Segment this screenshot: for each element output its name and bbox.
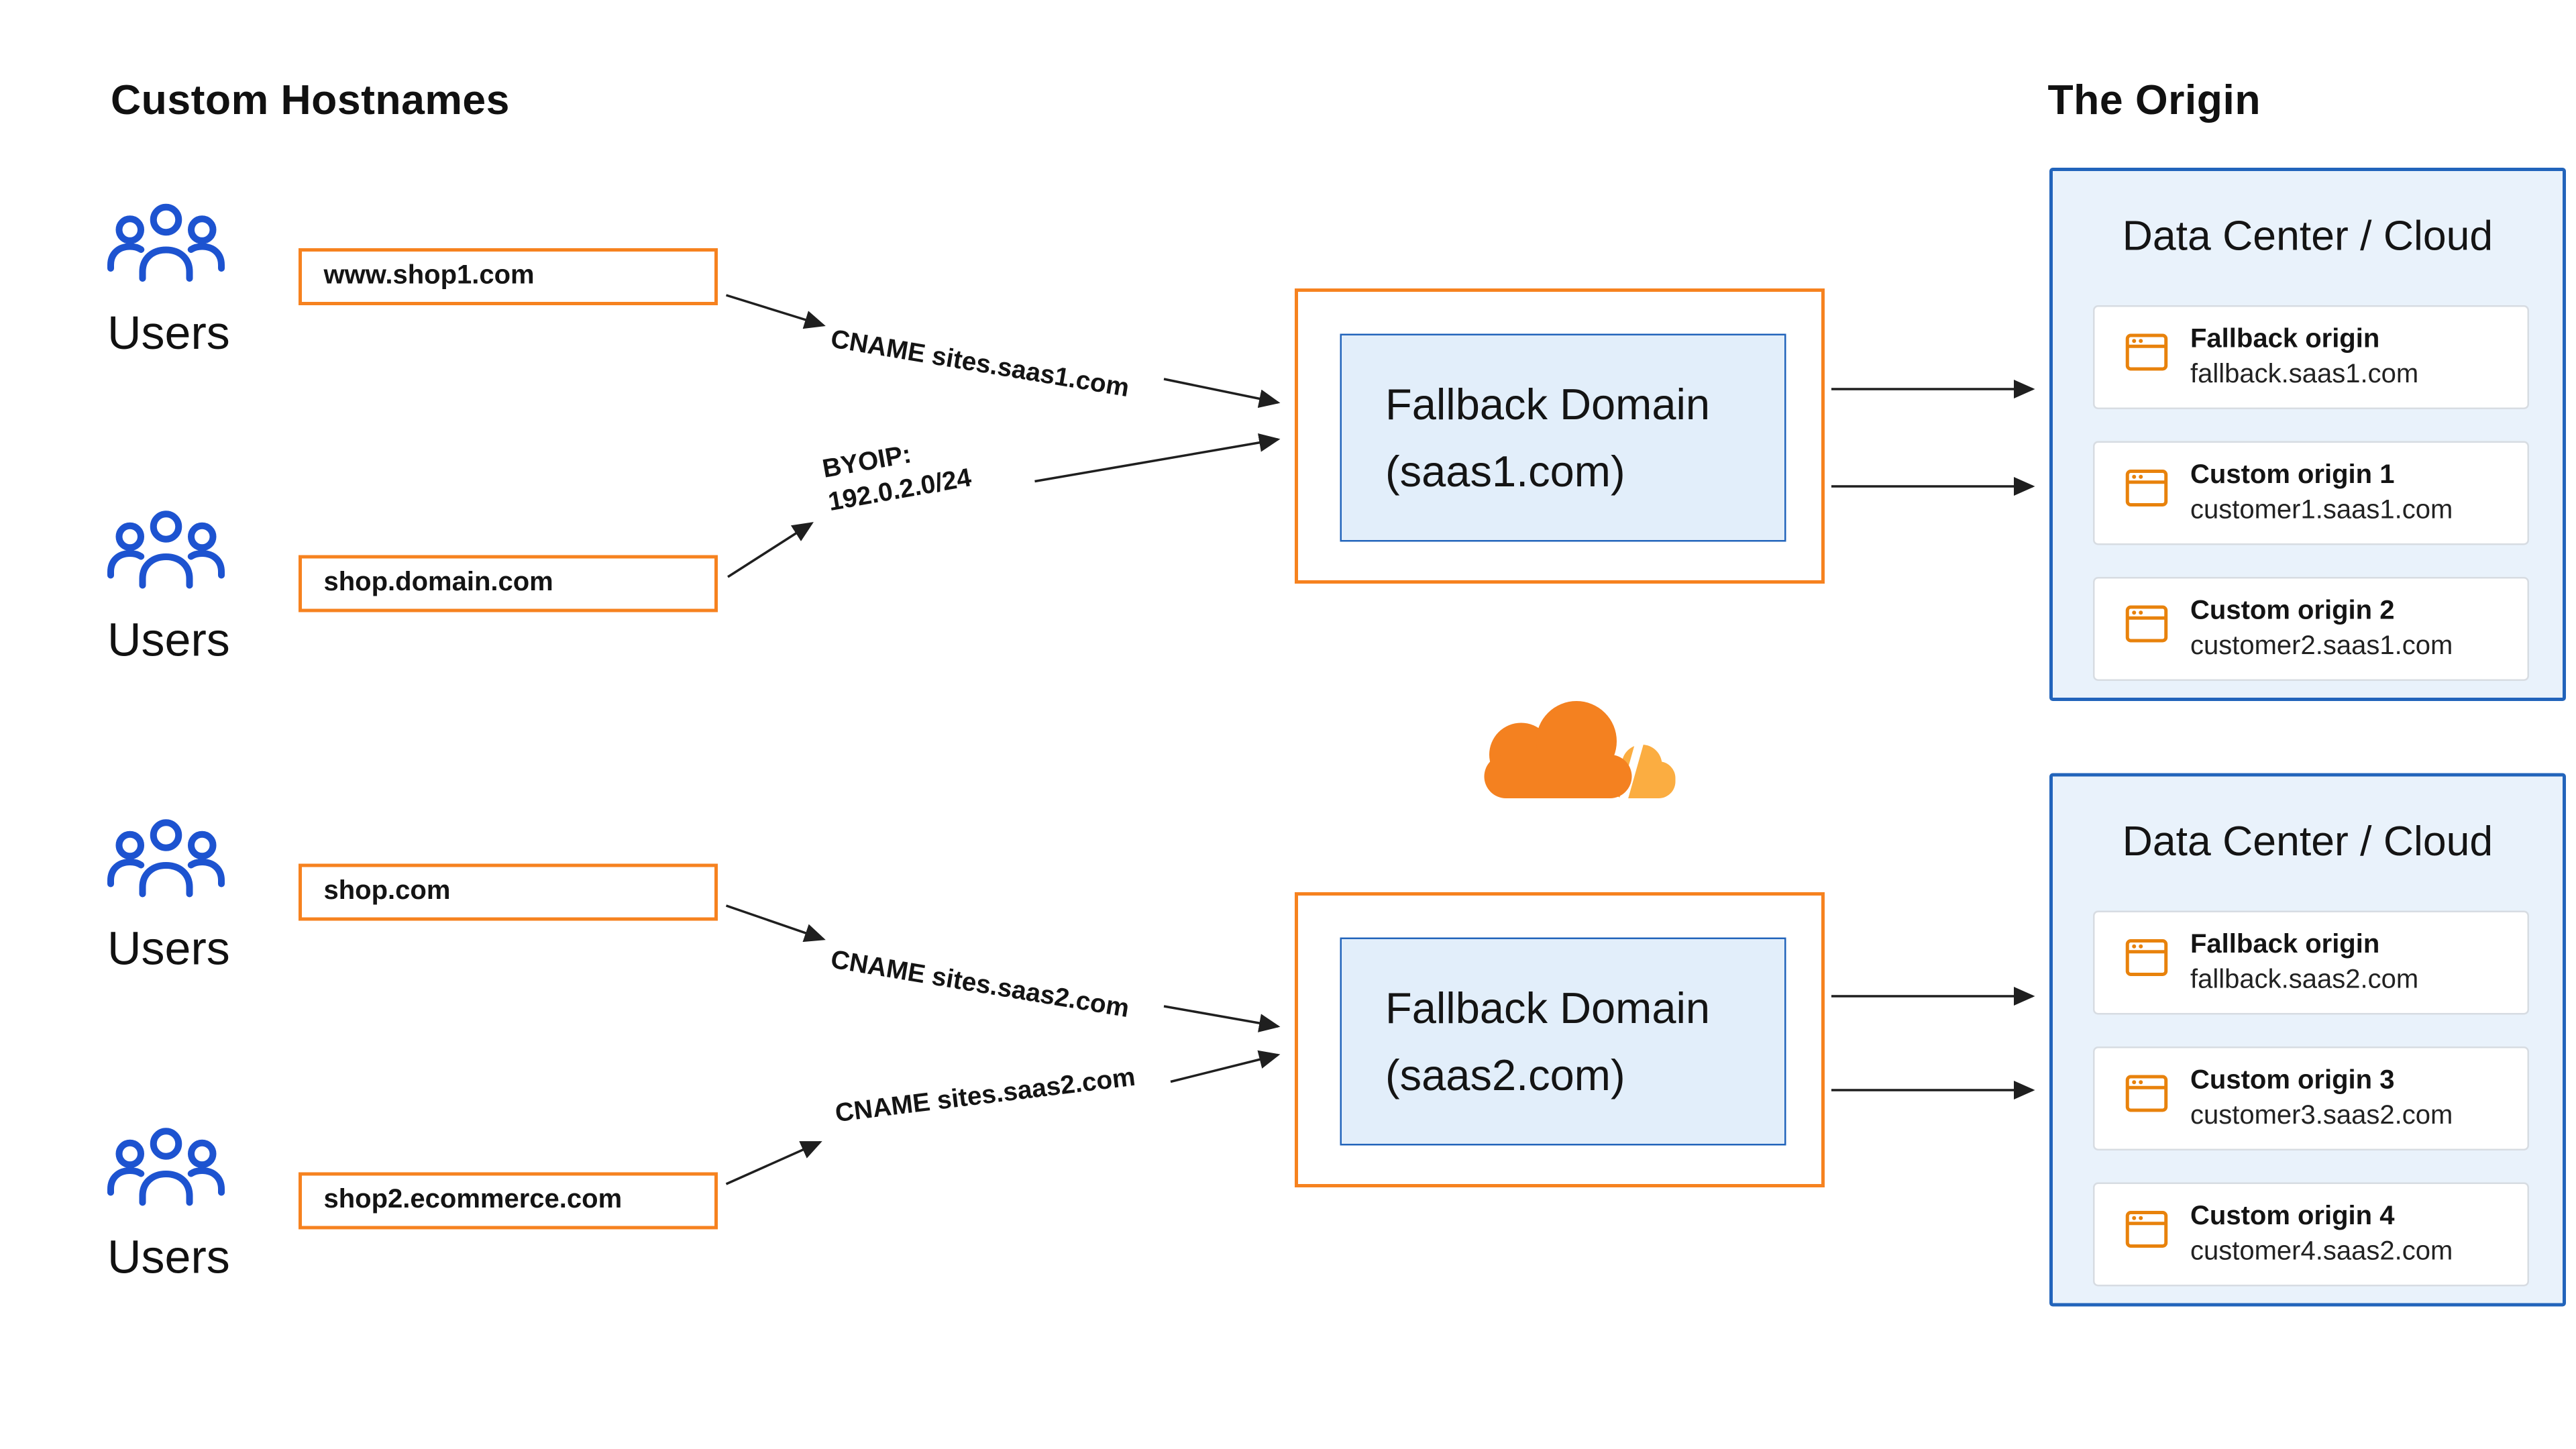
- hostname-label: shop2.ecommerce.com: [323, 1185, 623, 1215]
- users-label: Users: [107, 307, 230, 360]
- origin-name: Custom origin 3: [2190, 1067, 2395, 1095]
- users-label: Users: [107, 1231, 230, 1283]
- origin-card-fallback-saas2: Fallback origin fallback.saas2.com: [2093, 910, 2529, 1015]
- arrow-cname2b-to-fallback2: [1170, 1050, 1281, 1083]
- arrow-shop1-to-cname1: [725, 294, 826, 329]
- fallback-domain-name: (saas1.com): [1385, 446, 1625, 496]
- origin-host: customer3.saas2.com: [2190, 1102, 2453, 1131]
- user-group-2: Users: [104, 508, 288, 668]
- hostname-box-shop: shop.com: [299, 863, 718, 921]
- arrow-shopdomain-to-byoip: [727, 522, 814, 578]
- origin-card-text: Custom origin 1 customer1.saas1.com: [2190, 458, 2453, 529]
- cloudflare-cloud-icon: [1484, 701, 1676, 813]
- hostname-label: shop.com: [323, 877, 451, 906]
- users-icon: [107, 819, 225, 898]
- fallback-domain-inner: Fallback Domain (saas1.com): [1340, 333, 1786, 542]
- browser-window-icon: [2125, 939, 2168, 976]
- origin-card-custom2: Custom origin 2 customer2.saas1.com: [2093, 577, 2529, 681]
- browser-window-icon: [2125, 1075, 2168, 1112]
- cloudflare-logo: [1434, 678, 1686, 813]
- hostname-box-shop2-ecommerce: shop2.ecommerce.com: [299, 1172, 718, 1230]
- origin-name: Custom origin 4: [2190, 1202, 2395, 1232]
- origin-card-text: Fallback origin fallback.saas1.com: [2190, 322, 2418, 392]
- data-center-title: Data Center / Cloud: [2122, 818, 2493, 865]
- arrow-cname2a-to-fallback2: [1163, 1005, 1281, 1032]
- origin-name: Fallback origin: [2190, 325, 2380, 354]
- browser-window-icon: [2125, 1211, 2168, 1248]
- user-group-3: Users: [104, 817, 288, 977]
- hostname-label: www.shop1.com: [323, 262, 535, 290]
- origin-host: fallback.saas2.com: [2190, 966, 2419, 995]
- origin-host: customer4.saas2.com: [2190, 1238, 2453, 1267]
- user-group-4: Users: [104, 1126, 288, 1285]
- data-center-title: Data Center / Cloud: [2122, 213, 2493, 260]
- origin-card-fallback-saas1: Fallback origin fallback.saas1.com: [2093, 305, 2529, 409]
- edge-label-cname-saas1: CNAME sites.saas1.com: [828, 325, 1132, 404]
- arrow-shop2-to-cname2b: [725, 1140, 822, 1185]
- fallback-domain-title: Fallback Domain: [1385, 379, 1711, 429]
- origin-host: customer1.saas1.com: [2190, 496, 2453, 525]
- origin-name: Custom origin 2: [2190, 597, 2395, 626]
- users-label: Users: [107, 614, 230, 666]
- heading-the-origin: The Origin: [2047, 77, 2261, 124]
- user-group-1: Users: [104, 201, 288, 361]
- data-center-saas1: Data Center / Cloud Fallback origin fall…: [2049, 168, 2566, 701]
- fallback-domain-box-saas2: Fallback Domain (saas2.com): [1295, 892, 1825, 1187]
- users-icon: [107, 511, 225, 589]
- origin-card-text: Fallback origin fallback.saas2.com: [2190, 928, 2418, 998]
- arrow-cname1-to-fallback1: [1163, 378, 1281, 409]
- hostname-label: shop.domain.com: [323, 568, 553, 598]
- edge-label-cname-saas2-lower: CNAME sites.saas2.com: [833, 1063, 1137, 1129]
- origin-card-custom1: Custom origin 1 customer1.saas1.com: [2093, 441, 2529, 545]
- origin-name: Fallback origin: [2190, 930, 2380, 960]
- origin-host: customer2.saas1.com: [2190, 632, 2453, 661]
- heading-custom-hostnames: Custom Hostnames: [111, 77, 510, 124]
- origin-card-text: Custom origin 3 customer3.saas2.com: [2190, 1063, 2453, 1134]
- edge-label-byoip: BYOIP: 192.0.2.0/24: [820, 429, 975, 521]
- fallback-domain-title: Fallback Domain: [1385, 983, 1711, 1033]
- origin-card-text: Custom origin 2 customer2.saas1.com: [2190, 594, 2453, 664]
- users-label: Users: [107, 922, 230, 975]
- origin-host: fallback.saas1.com: [2190, 360, 2419, 390]
- browser-window-icon: [2125, 470, 2168, 506]
- browser-window-icon: [2125, 605, 2168, 643]
- fallback-domain-box-saas1: Fallback Domain (saas1.com): [1295, 288, 1825, 584]
- origin-name: Custom origin 1: [2190, 461, 2395, 490]
- users-icon: [107, 1128, 225, 1206]
- arrow-byoip-to-fallback1: [1034, 433, 1281, 483]
- origin-card-custom4: Custom origin 4 customer4.saas2.com: [2093, 1182, 2529, 1287]
- hostname-box-shop1: www.shop1.com: [299, 248, 718, 305]
- arrow-shop-to-cname2a: [725, 904, 826, 943]
- origin-card-custom3: Custom origin 3 customer3.saas2.com: [2093, 1046, 2529, 1150]
- edge-label-cname-saas2-upper: CNAME sites.saas2.com: [828, 945, 1132, 1024]
- fallback-domain-inner: Fallback Domain (saas2.com): [1340, 937, 1786, 1146]
- hostname-box-shop-domain: shop.domain.com: [299, 555, 718, 612]
- fallback-domain-name: (saas2.com): [1385, 1050, 1625, 1100]
- origin-card-text: Custom origin 4 customer4.saas2.com: [2190, 1199, 2453, 1270]
- browser-window-icon: [2125, 333, 2168, 371]
- users-icon: [107, 203, 225, 282]
- data-center-saas2: Data Center / Cloud Fallback origin fall…: [2049, 773, 2566, 1307]
